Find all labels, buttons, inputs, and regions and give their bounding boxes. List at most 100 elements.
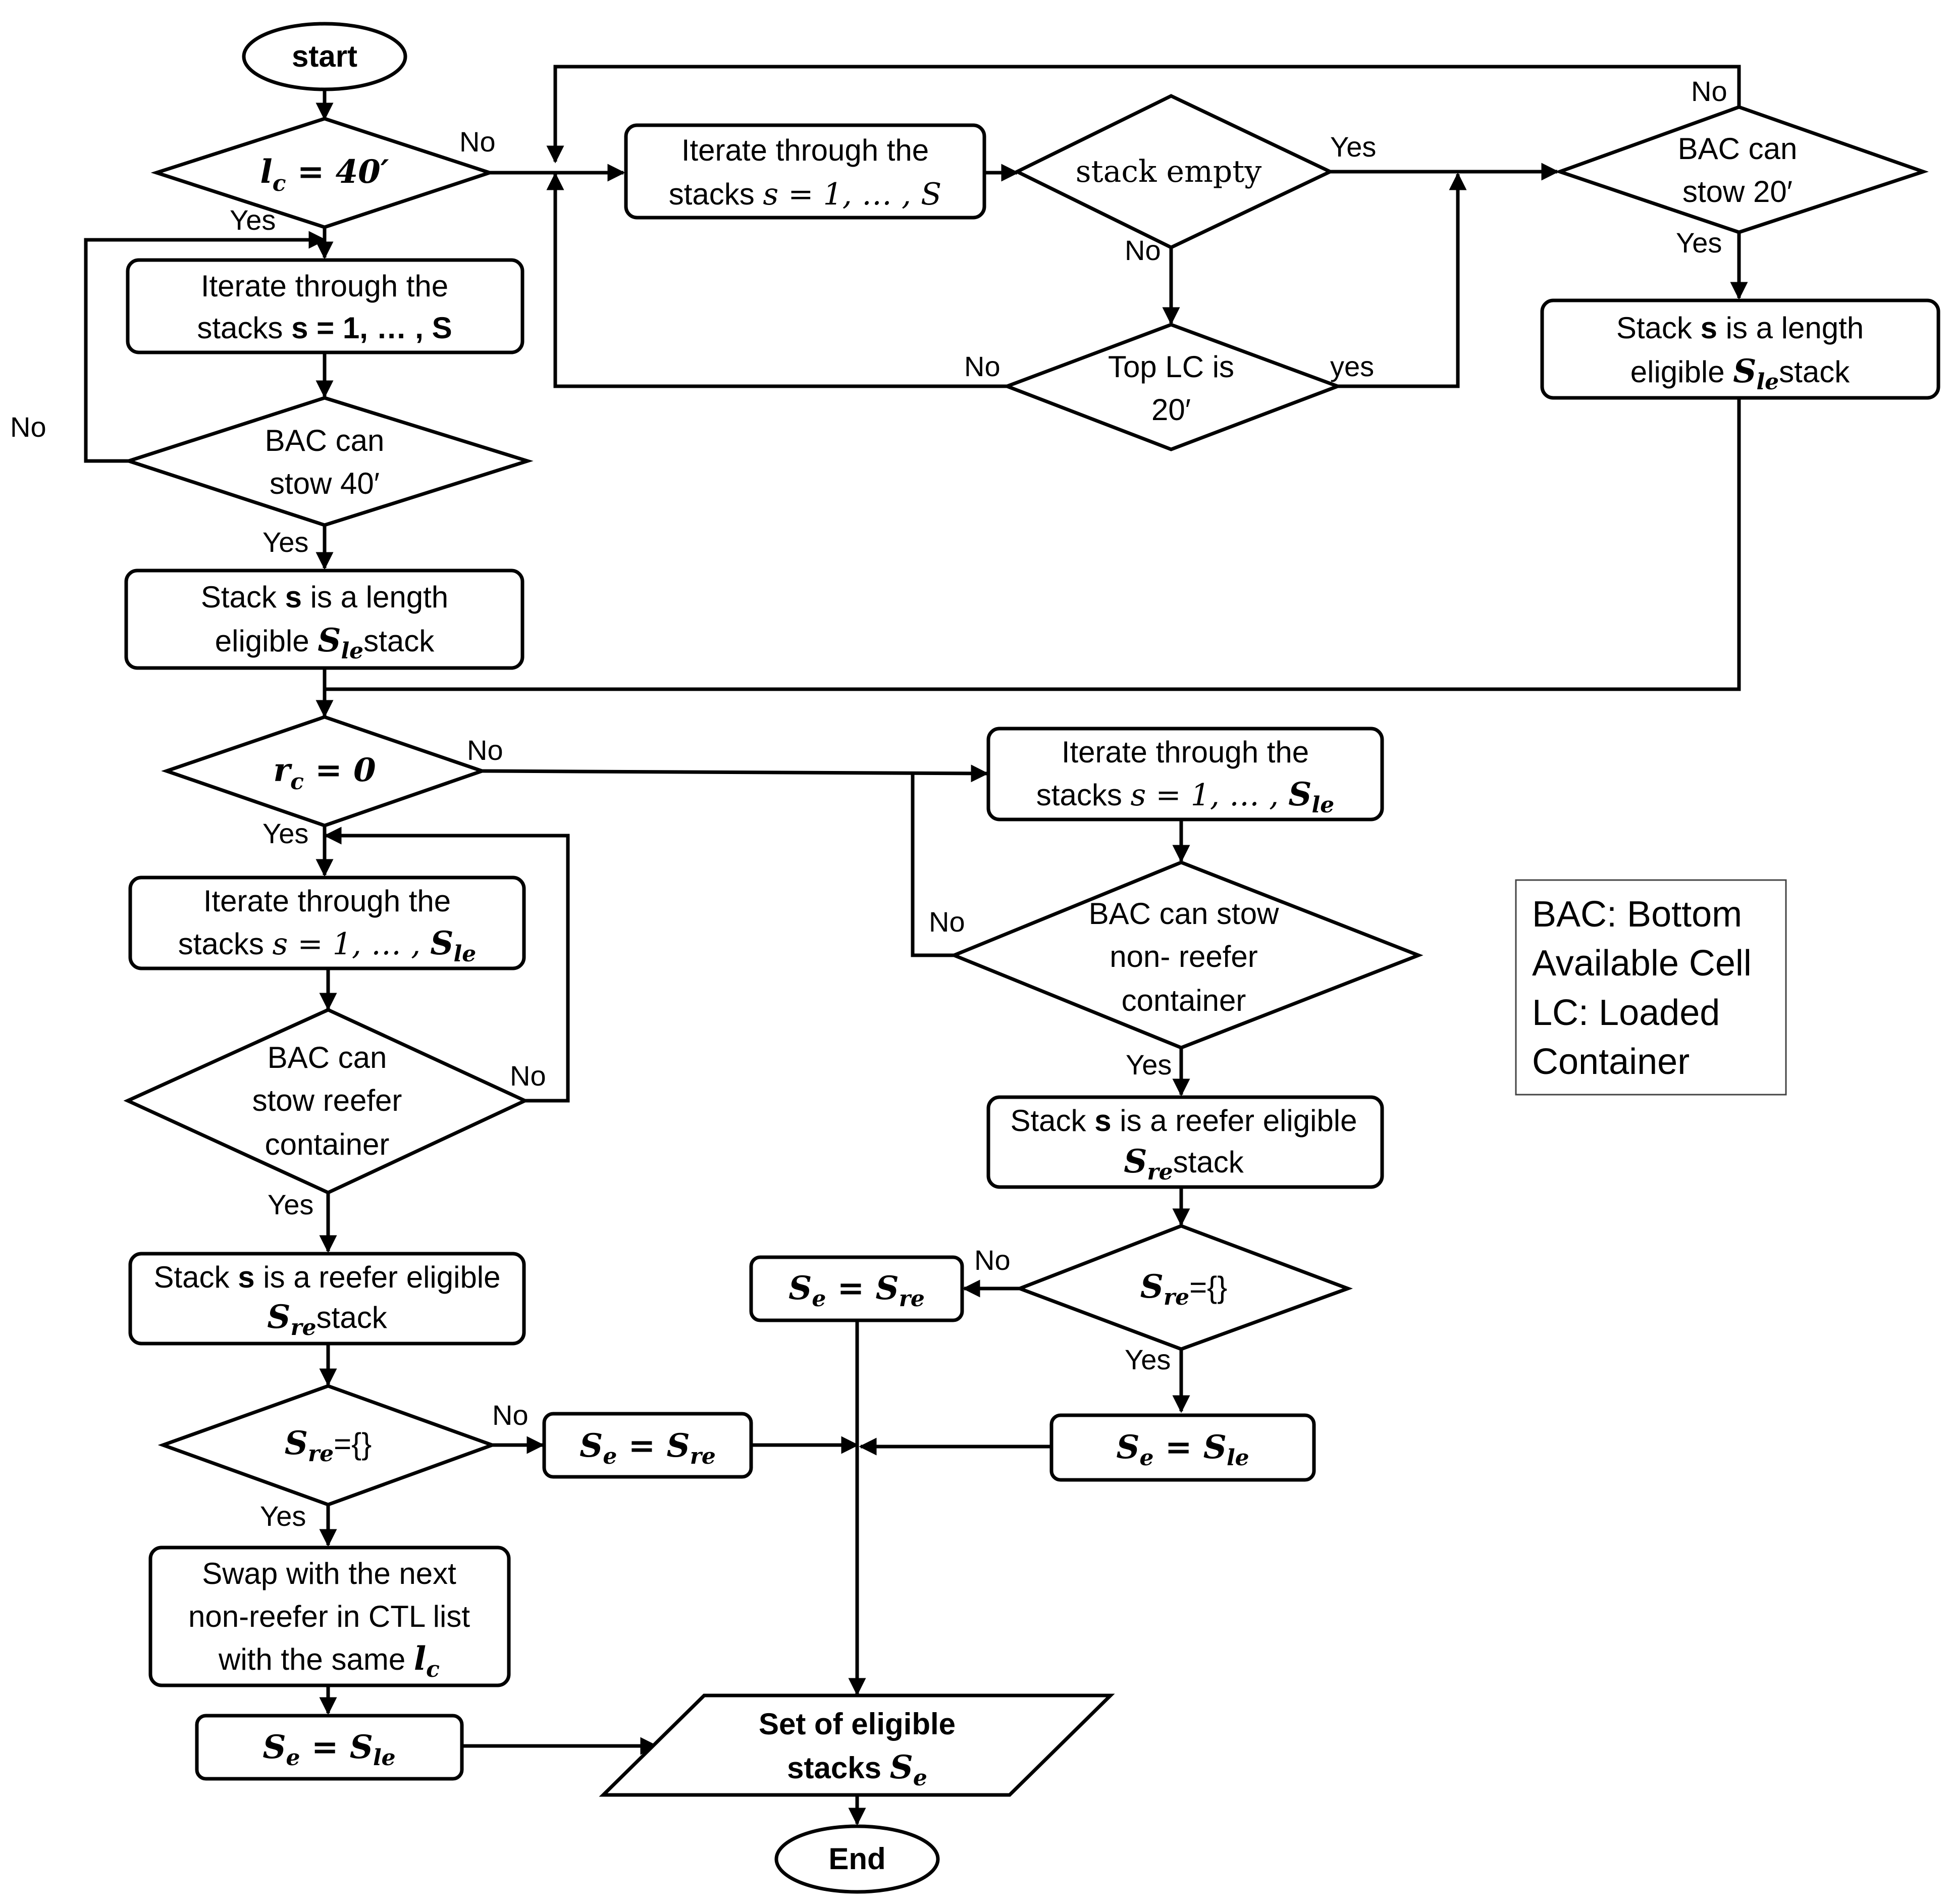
- output-line2: stacks Se: [787, 1748, 927, 1791]
- se-sre-right-label: Se = Sre: [788, 1269, 925, 1312]
- len-left-line1: Stack s is a length: [201, 580, 448, 614]
- swap-line1: Swap with the next: [202, 1557, 456, 1590]
- reefer-line2: stow reefer: [252, 1084, 402, 1117]
- lc-decision: [150, 117, 496, 229]
- iterate-top-line1: Iterate through the: [681, 133, 929, 167]
- bac20-decision: [1554, 105, 1929, 234]
- iter-sle-left-line2: stacks s = 1, … , Sle: [178, 924, 476, 967]
- rc-label: rc = 0: [273, 751, 376, 795]
- legend-line3: LC: Loaded: [1532, 993, 1720, 1033]
- legend-line4: Container: [1532, 1042, 1690, 1082]
- label-toplc-yes: yes: [1330, 350, 1374, 382]
- sre-left-label: Sre={}: [285, 1424, 372, 1467]
- toplc-line2: 20′: [1151, 393, 1191, 427]
- se-sre-right-box: [749, 1255, 964, 1322]
- legend-line2: Available Cell: [1532, 943, 1752, 984]
- output-line1: Set of eligible: [759, 1707, 956, 1741]
- iterate-top-line2: stacks s = 1, … , S: [669, 177, 942, 212]
- label-lc-no: No: [459, 126, 496, 158]
- start-terminal: [242, 22, 407, 91]
- len-right-line2: eligible Slestack: [1630, 352, 1850, 395]
- rc-decision: [161, 715, 488, 828]
- bac40-line2: stow 40′: [270, 467, 380, 500]
- swap-line3: with the same lc: [218, 1640, 440, 1682]
- bac-nonreefer-decision: [949, 860, 1424, 1050]
- edge-lenright-join: [325, 399, 1741, 691]
- label-bac40-yes: Yes: [262, 526, 308, 558]
- iterate-stacks-left: [126, 258, 524, 354]
- label-empty-no: No: [1125, 234, 1161, 266]
- nonreefer-line1: BAC can stow: [1089, 897, 1279, 931]
- label-sreright-yes: Yes: [1125, 1344, 1171, 1375]
- label-reefer-yes: Yes: [268, 1189, 313, 1220]
- length-eligible-left: [124, 569, 524, 670]
- rel-left-line2: Srestack: [267, 1298, 387, 1341]
- top-lc-decision: [1002, 323, 1343, 451]
- label-nonreefer-yes: Yes: [1126, 1049, 1172, 1080]
- output-parallelogram: [599, 1693, 1115, 1797]
- iterate-stacks-top: [624, 123, 986, 220]
- reefer-line1: BAC can: [268, 1041, 387, 1074]
- iterate-sle-right: [986, 727, 1384, 821]
- iter-sle-right-line2: stacks s = 1, … , Sle: [1036, 776, 1334, 818]
- label-empty-yes: Yes: [1330, 131, 1376, 163]
- node-text: start lc = 40′ Iterate through the stack…: [153, 39, 1864, 1876]
- edge-labels: No Yes No Yes No Yes No No yes Yes No Ye…: [10, 75, 1727, 1532]
- label-lc-yes: Yes: [230, 204, 276, 236]
- edge-toplc-no: [546, 172, 1007, 388]
- reefer-line3: container: [265, 1127, 390, 1161]
- legend-line1: BAC: Bottom: [1532, 894, 1742, 935]
- edge-reefer-no: [324, 827, 570, 1103]
- sre-empty-right-decision: [1015, 1224, 1353, 1351]
- nonreefer-line3: container: [1122, 984, 1246, 1017]
- label-sreright-no: No: [974, 1244, 1011, 1276]
- toplc-line1: Top LC is: [1108, 350, 1234, 384]
- lc-label: lc = 40′: [260, 153, 389, 196]
- edge-nonreefer-no: [911, 774, 954, 957]
- label-bac20-yes: Yes: [1676, 227, 1722, 259]
- label-bac40-no: No: [10, 411, 46, 443]
- iter-sle-left-line1: Iterate through the: [203, 884, 451, 918]
- label-rc-yes: Yes: [262, 817, 308, 849]
- bac-reefer-decision: [123, 1008, 530, 1195]
- bac20-line1: BAC can: [1678, 132, 1798, 166]
- sre-empty-left-decision: [157, 1384, 498, 1507]
- rel-right-line2: Srestack: [1124, 1143, 1244, 1185]
- se-sle-left-label: Se = Sle: [262, 1728, 395, 1771]
- se-sle-right-label: Se = Sle: [1116, 1428, 1249, 1471]
- se-sle-left-box: [195, 1714, 464, 1781]
- label-nonreefer-no: No: [929, 906, 965, 938]
- end-label: End: [828, 1842, 885, 1876]
- rel-left-line1: Stack s is a reefer eligible: [153, 1260, 500, 1294]
- label-toplc-no: No: [964, 350, 1000, 382]
- stack-empty-label: stack empty: [1076, 154, 1262, 189]
- rel-right-line1: Stack s is a reefer eligible: [1010, 1104, 1357, 1138]
- swap-box: [148, 1546, 511, 1687]
- swap-line2: non-reefer in CTL list: [188, 1600, 470, 1633]
- reefer-eligible-left: [128, 1252, 526, 1346]
- connectors: [84, 65, 1748, 1826]
- bac20-line2: stow 20′: [1682, 175, 1793, 209]
- edge-bac40-no: [84, 231, 327, 463]
- reefer-eligible-right: [986, 1095, 1384, 1189]
- se-sre-left-label: Se = Sre: [579, 1427, 716, 1469]
- label-rc-no: No: [467, 734, 503, 766]
- shapes: [123, 22, 1940, 1894]
- start-label: start: [292, 39, 357, 73]
- stack-empty-decision: [1013, 94, 1335, 249]
- iter-sle-right-line1: Iterate through the: [1062, 735, 1309, 769]
- end-terminal: [774, 1824, 940, 1894]
- label-reefer-no: No: [510, 1060, 546, 1092]
- len-right-line1: Stack s is a length: [1616, 311, 1864, 345]
- edge-bac20-no: [546, 65, 1741, 164]
- iterate-sle-left: [128, 876, 526, 970]
- len-left-line2: eligible Slestack: [215, 622, 435, 664]
- edge-toplc-yes: [1338, 172, 1467, 388]
- label-sreleft-no: No: [492, 1399, 529, 1431]
- se-sre-left-box: [542, 1412, 753, 1479]
- se-sle-right-box: [1049, 1413, 1316, 1482]
- label-top-no: No: [1691, 75, 1727, 107]
- bac40-decision: [123, 396, 534, 527]
